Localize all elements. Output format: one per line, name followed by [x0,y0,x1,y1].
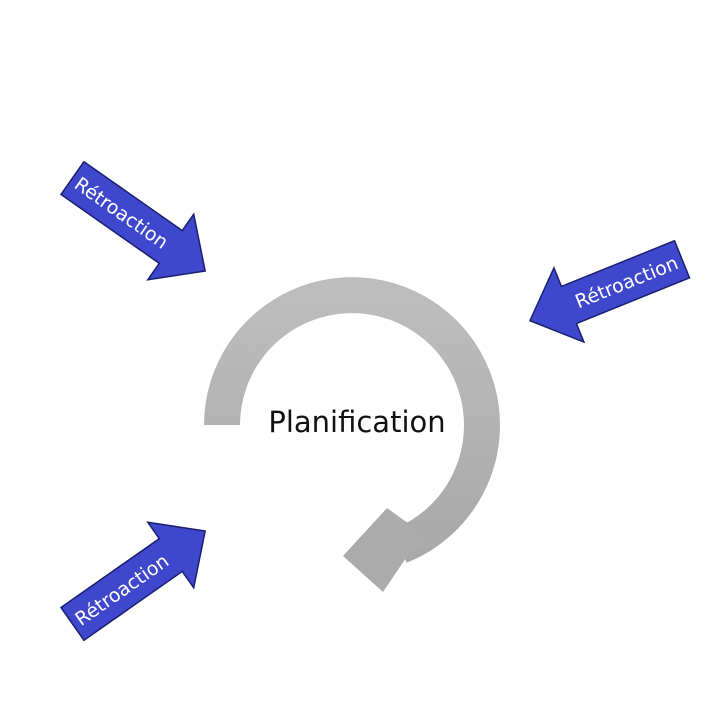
cycle-arrow-head [343,508,438,592]
cycle-arrow [204,277,500,592]
center-label: Planification [268,405,445,439]
cycle-arrow-arc [204,277,500,563]
feedback-arrow-right: Rétroaction [528,239,691,344]
feedback-arrow-bottom-left: Rétroaction [59,521,207,642]
feedback-arrow-shape [59,160,207,281]
feedback-arrow-top-left: Rétroaction [59,160,207,281]
feedback-arrow-shape [528,239,691,344]
feedback-arrow-shape [59,521,207,642]
